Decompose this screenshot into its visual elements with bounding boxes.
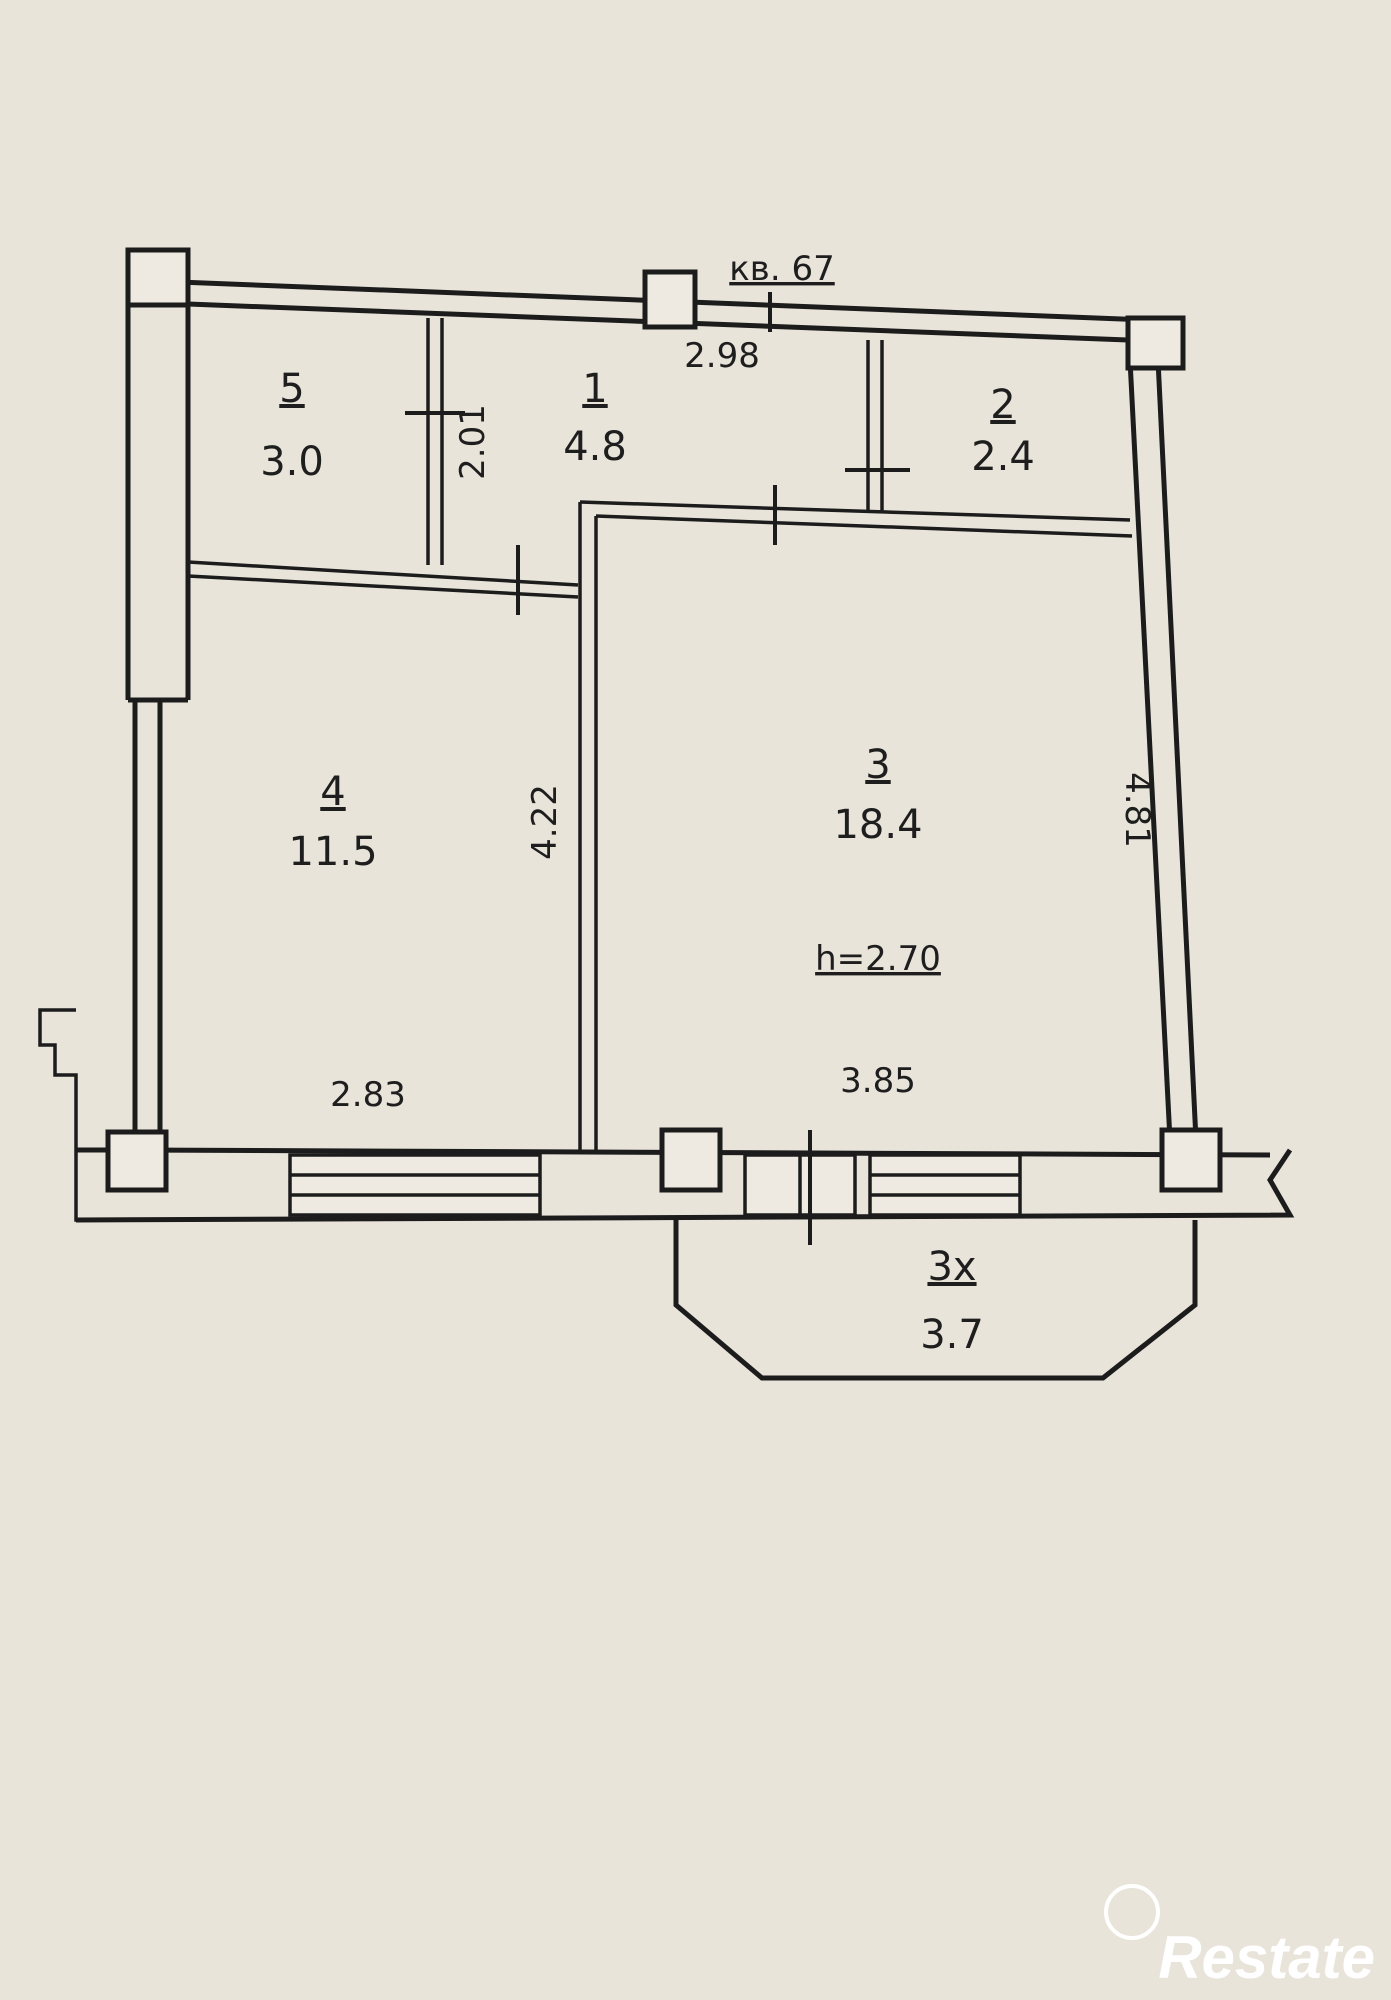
dimension-hall-depth: 2.01	[453, 404, 493, 480]
column	[125, 247, 191, 308]
room-number: 5	[279, 366, 304, 412]
column	[1125, 315, 1186, 371]
balcony-outline	[673, 1220, 1198, 1381]
dimension-room4-width: 2.83	[330, 1075, 406, 1115]
room-4: 4 11.5	[288, 769, 377, 875]
room-balcony: 3х 3.7	[920, 1244, 984, 1358]
dimension-hall-width: 2.98	[684, 336, 760, 376]
dimension-room3-width: 3.85	[840, 1061, 916, 1101]
room-number: 3	[865, 742, 890, 788]
room-2: 2 2.4	[971, 382, 1035, 480]
columns	[105, 247, 1223, 1193]
room-number: 4	[320, 769, 345, 815]
room-area: 2.4	[971, 434, 1035, 480]
room-3: 3 18.4 h=2.70	[815, 742, 941, 979]
door-marks	[405, 292, 910, 1245]
interior-walls	[187, 318, 1133, 1150]
apartment-label: кв. 67	[729, 249, 834, 289]
ceiling-height: h=2.70	[815, 939, 941, 979]
column	[659, 1127, 723, 1193]
windows	[288, 1153, 1022, 1217]
column	[105, 1129, 169, 1193]
room-area: 3.0	[260, 439, 324, 485]
dimensions: 2.98 2.01 4.22 2.83 4.81 3.85	[330, 336, 1157, 1115]
dimension-room4-length: 4.22	[525, 784, 565, 860]
room-area: 18.4	[833, 802, 922, 848]
room-number: 1	[582, 366, 607, 412]
window	[868, 1153, 1022, 1217]
room-1: 1 4.8	[563, 366, 627, 470]
dimension-room3-length: 4.81	[1117, 772, 1157, 848]
room-area: 11.5	[288, 829, 377, 875]
logo-text: Restate	[1158, 1924, 1375, 1991]
restate-logo: Restate	[1104, 1884, 1375, 1991]
column	[1159, 1127, 1223, 1193]
room-area: 4.8	[563, 424, 627, 470]
room-5: 5 3.0	[260, 366, 324, 485]
column	[642, 269, 698, 330]
window	[288, 1153, 542, 1217]
outer-walls	[38, 250, 1295, 1223]
room-area: 3.7	[920, 1312, 984, 1358]
room-number: 3х	[927, 1244, 976, 1290]
logo-arc-icon	[1104, 1884, 1160, 1940]
room-number: 2	[990, 382, 1015, 428]
